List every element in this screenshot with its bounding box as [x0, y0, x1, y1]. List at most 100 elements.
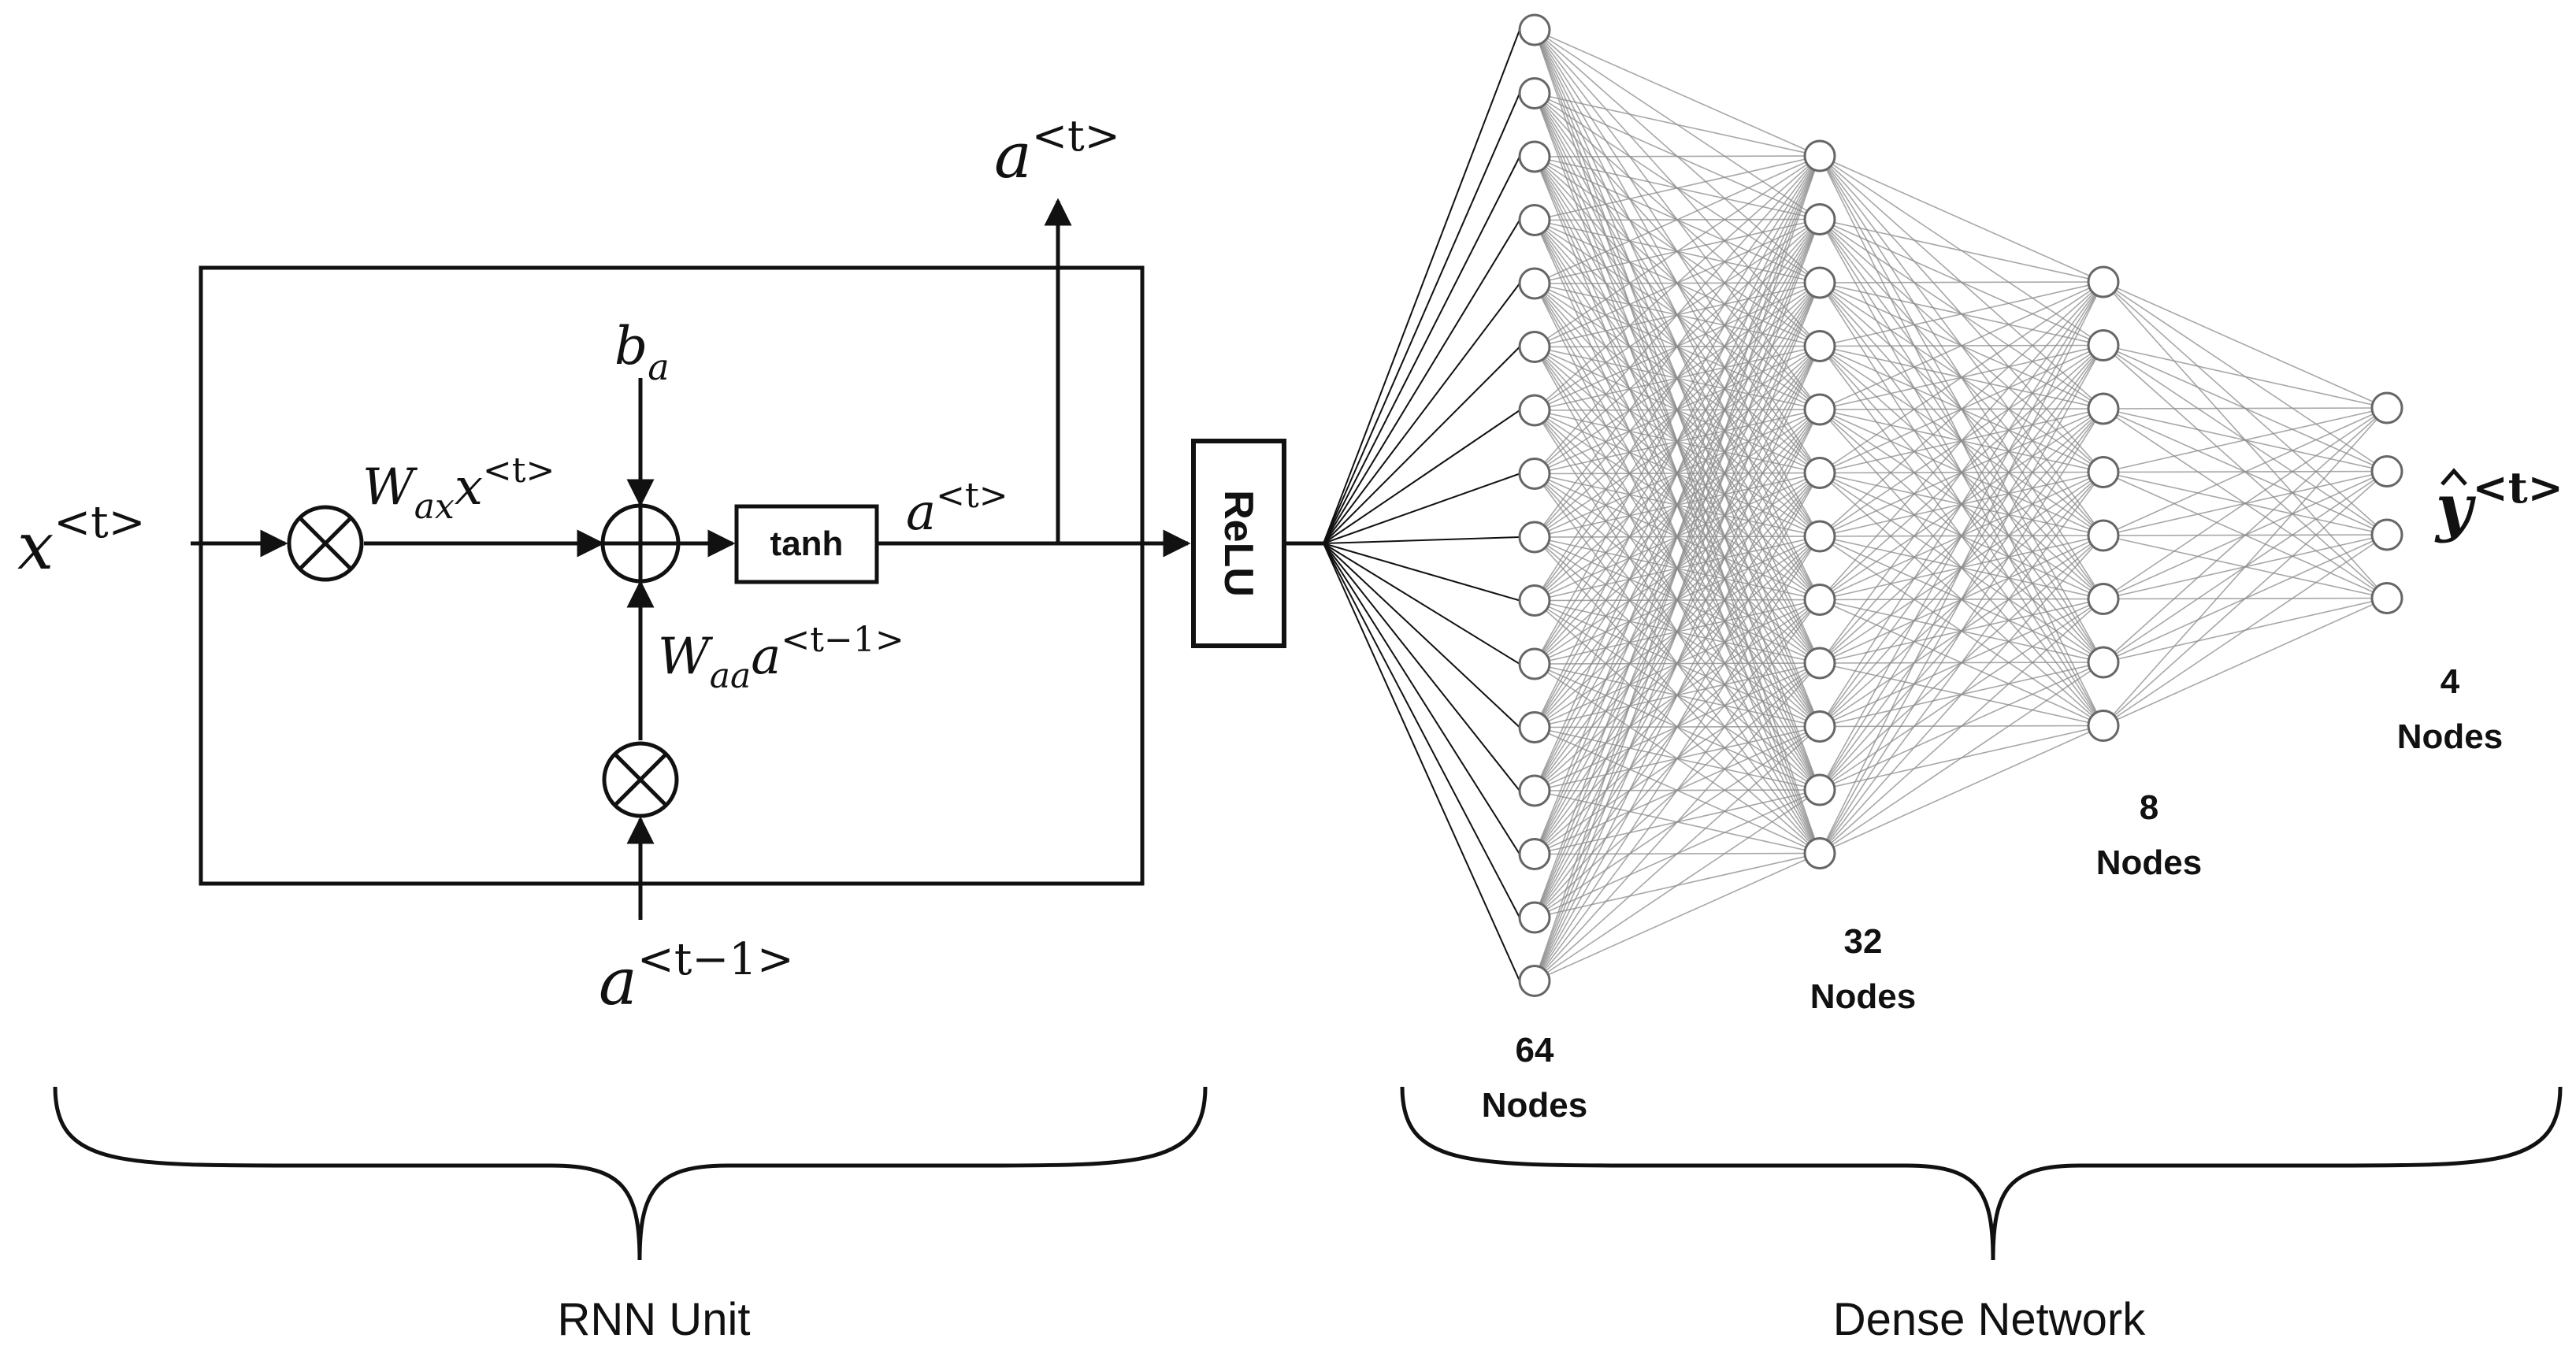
dense-network: 64 Nodes 32 Nodes 8 Nodes 4 Nodes y<t>: [1323, 13, 2563, 1125]
relu-fan-line: [1323, 29, 1520, 544]
tanh-label: tanh: [770, 525, 844, 563]
layer-2-nodes-word: Nodes: [1810, 977, 1916, 1016]
layer-1-node: [1518, 267, 1551, 300]
dense-edge: [1534, 725, 1821, 982]
dense-edge: [2103, 534, 2388, 727]
dense-edge: [1819, 281, 2104, 854]
dense-edge: [2103, 407, 2388, 473]
layer-2-node: [1803, 266, 1836, 299]
layer-2-node: [1803, 647, 1836, 680]
layer-1-node: [1518, 140, 1551, 173]
layer-3-node: [2087, 392, 2120, 425]
dense-edge: [1819, 281, 2104, 347]
dense-edge: [1819, 345, 2104, 854]
layer-2-node: [1803, 710, 1836, 743]
dense-edge: [1534, 852, 1821, 982]
dense-edge: [1534, 155, 1821, 411]
dense-edge: [2103, 407, 2388, 663]
layer-1-node: [1518, 458, 1551, 490]
dense-edge: [1819, 218, 2104, 283]
layer-3-node: [2087, 710, 2120, 742]
layer-1-node: [1518, 13, 1551, 46]
relu-fan-line: [1323, 473, 1520, 544]
relu-fan-line: [1323, 543, 1520, 918]
layer-2-node: [1803, 584, 1836, 616]
layer-4-node: [2370, 455, 2403, 487]
layer-4-node: [2370, 582, 2403, 614]
output-hat: [2441, 468, 2467, 486]
layer-1-node: [1518, 838, 1551, 870]
multiply-node-recurrent: [602, 741, 679, 818]
dense-edge: [2103, 407, 2388, 536]
dense-edge: [1534, 155, 1821, 601]
dense-edge: [1534, 155, 1821, 348]
dense-edge: [1819, 281, 2104, 791]
layer-1-node: [1518, 77, 1551, 109]
dense-edge: [1534, 155, 1821, 538]
layer-3-node: [2087, 265, 2120, 298]
layer-2-node: [1803, 520, 1836, 553]
relu-box: [1191, 439, 1286, 648]
layer-2-node: [1803, 773, 1836, 806]
dense-edge: [1819, 281, 2104, 284]
relu-fan-line: [1323, 410, 1520, 544]
layer-1-node: [1518, 331, 1551, 363]
a-prev-label: a<t−1>: [599, 934, 794, 1020]
dense-edges: [1534, 29, 2388, 982]
layer-1-count: 64: [1516, 1031, 1554, 1069]
sum-node: [600, 503, 681, 584]
dense-edge: [1819, 662, 2104, 854]
rnn-unit: x<t> tanh: [17, 111, 1191, 1020]
output-label: y<t>: [2434, 462, 2563, 544]
relu-fan-lines: [1323, 29, 1520, 981]
bias-label: ba: [614, 316, 670, 388]
layer-1-node: [1518, 774, 1551, 807]
layer-1-nodes-word: Nodes: [1482, 1086, 1587, 1125]
a-output-label: a<t>: [994, 111, 1120, 192]
dense-edge: [1534, 155, 1821, 221]
multiply-node-input: [287, 505, 364, 582]
layer-1-node: [1518, 647, 1551, 680]
relu-fan-line: [1323, 543, 1520, 665]
dense-edge: [2103, 597, 2388, 727]
dense-edge: [1819, 281, 2104, 537]
relu-fan-line: [1323, 156, 1520, 544]
dense-edge: [1534, 155, 1821, 158]
layer-1-node: [1518, 584, 1551, 617]
dense-edge: [1534, 92, 1821, 157]
relu-fan-line: [1323, 543, 1520, 602]
relu-fan-line: [1323, 543, 1520, 981]
relu-fan-line: [1323, 219, 1520, 544]
dense-edge: [1534, 473, 1821, 981]
layer-2-node: [1803, 457, 1836, 489]
wax-label: Waxx<t>: [362, 450, 555, 527]
relu-fan-line: [1323, 543, 1520, 728]
dense-edge: [2103, 407, 2388, 410]
relu-fan-line: [1323, 543, 1520, 791]
dense-edge: [2103, 470, 2388, 727]
a-inner-label: a<t>: [906, 476, 1008, 542]
rnn-cell-box: [199, 265, 1145, 886]
dense-edge: [1534, 155, 1821, 981]
relu-block: ReLU: [1191, 439, 1323, 648]
dense-edge: [1819, 281, 2104, 727]
layer-1-node: [1518, 711, 1551, 743]
layer-4-count: 4: [2441, 662, 2460, 701]
relu-fan-line: [1323, 543, 1520, 855]
layer-3-node: [2087, 519, 2120, 552]
layer-2-node: [1803, 330, 1836, 362]
dense-edge: [1819, 281, 2104, 474]
relu-label: ReLU: [1216, 490, 1261, 597]
layer-1-node: [1518, 965, 1551, 997]
waa-label: Waaa<t−1>: [658, 620, 904, 696]
dense-edge: [1534, 155, 1821, 854]
layer-2-node: [1803, 837, 1836, 869]
relu-fan-line: [1323, 536, 1520, 544]
layer-3-node: [2087, 646, 2120, 679]
dense-edge: [1819, 598, 2104, 854]
dense-edge: [1534, 155, 1821, 284]
relu-fan-line: [1323, 346, 1520, 544]
dense-brace-label: Dense Network: [1833, 1294, 2146, 1345]
layer-3-count: 8: [2140, 788, 2158, 827]
